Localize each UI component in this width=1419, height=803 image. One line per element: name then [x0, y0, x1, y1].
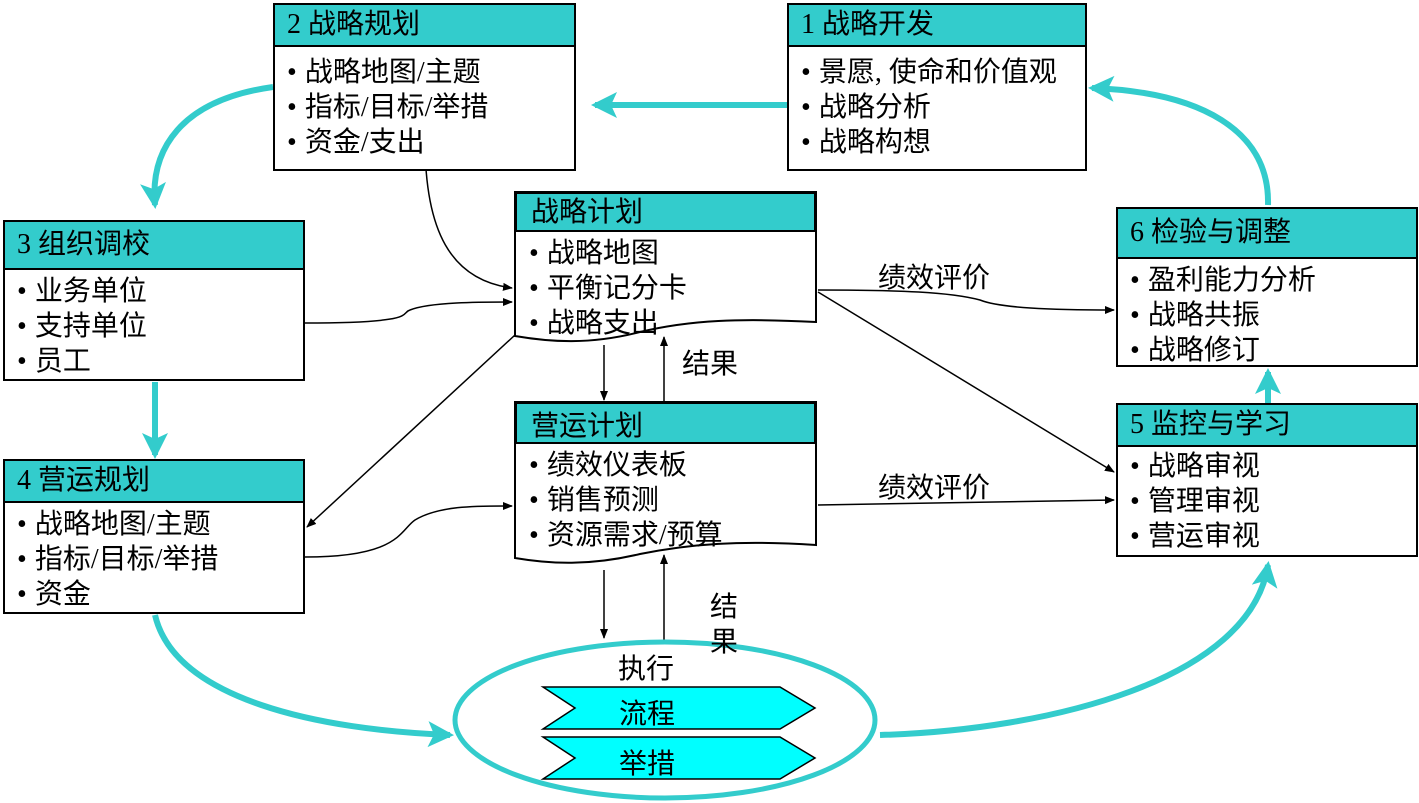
list-item: 销售预测: [529, 483, 816, 518]
box-operations-planning: 4 营运规划 战略地图/主题 指标/目标/举措 资金: [3, 459, 305, 614]
operating-plan-list: 绩效仪表板 销售预测 资源需求/预算: [515, 444, 816, 553]
list-item: 员工: [17, 344, 303, 379]
list-item: 战略支出: [529, 306, 816, 341]
initiative-chevron-label: 举措: [618, 749, 675, 780]
cycle-arrow-4-to-exec: [152, 614, 454, 748]
perf-eval-label-top: 绩效评价: [878, 263, 991, 294]
list-item: 营运审视: [1130, 519, 1416, 554]
box-title: 3 组织调校: [5, 222, 303, 270]
perf-eval-label-bottom: 绩效评价: [878, 473, 991, 504]
initiative-chevron: [540, 736, 817, 780]
box-test-adapt: 6 检验与调整 盈利能力分析 战略共振 战略修订: [1116, 207, 1418, 367]
list-item: 资金/支出: [287, 125, 574, 160]
box-organization-alignment: 3 组织调校 业务单位 支持单位 员工: [3, 220, 305, 381]
list-item: 战略地图/主题: [17, 507, 303, 542]
process-chevron-label: 流程: [618, 699, 675, 730]
list-item: 战略共振: [1130, 298, 1416, 333]
process-chevron: [540, 686, 817, 730]
list-item: 资金: [17, 577, 303, 612]
box-title: 1 战略开发: [789, 5, 1085, 47]
arrow-b3-to-strategy-plan: [304, 298, 513, 324]
arrow-b2-to-strategy-plan: [424, 139, 513, 291]
cycle-arrow-6-to-1: [1088, 75, 1272, 206]
list-item: 战略修订: [1130, 333, 1416, 368]
box-monitor-learn: 5 监控与学习 战略审视 管理审视 营运审视: [1116, 403, 1418, 557]
list-item: 战略审视: [1130, 449, 1416, 484]
thin-connectors: [304, 139, 1115, 640]
list-item: 资源需求/预算: [529, 518, 816, 553]
box-list: 战略地图/主题 指标/目标/举措 资金/支出: [275, 47, 574, 160]
list-item: 战略构想: [801, 125, 1085, 160]
box-list: 战略地图/主题 指标/目标/举措 资金: [5, 503, 303, 612]
list-item: 战略地图/主题: [287, 55, 574, 90]
arrow-strategy-to-b6: [817, 289, 1115, 314]
cycle-arrows: [140, 75, 1281, 748]
box-strategy-development: 1 战略开发 景愿, 使命和价值观 战略分析 战略构想: [787, 3, 1087, 171]
list-item: 支持单位: [17, 309, 303, 344]
box-list: 盈利能力分析 战略共振 战略修订: [1118, 259, 1416, 368]
list-item: 盈利能力分析: [1130, 263, 1416, 298]
arrow-strategy-to-b5: [817, 291, 1115, 473]
list-item: 景愿, 使命和价值观: [801, 55, 1085, 90]
list-item: 指标/目标/举措: [287, 90, 574, 125]
box-list: 景愿, 使命和价值观 战略分析 战略构想: [789, 47, 1085, 160]
cycle-arrow-2-to-3: [140, 84, 274, 209]
strategy-plan: 战略计划 战略地图 平衡记分卡 战略支出: [515, 192, 816, 341]
arrow-b4-to-operating-plan: [304, 501, 513, 558]
result-label-bottom-2: 果: [710, 627, 739, 658]
box-title: 2 战略规划: [275, 5, 574, 47]
list-item: 指标/目标/举措: [17, 542, 303, 577]
arrow-strategy-plan-to-b4: [306, 334, 516, 528]
result-label-bottom-1: 结: [710, 592, 739, 623]
list-item: 管理审视: [1130, 484, 1416, 519]
box-title: 4 营运规划: [5, 461, 303, 503]
execute-label: 执行: [618, 654, 675, 685]
operating-plan-title: 营运计划: [515, 402, 816, 444]
strategy-plan-list: 战略地图 平衡记分卡 战略支出: [515, 232, 816, 341]
arrow-operating-to-b5: [817, 496, 1115, 506]
list-item: 战略地图: [529, 236, 816, 271]
box-list: 业务单位 支持单位 员工: [5, 270, 303, 379]
cycle-arrow-exec-to-5: [879, 561, 1278, 738]
result-label-top: 结果: [682, 349, 739, 380]
list-item: 绩效仪表板: [529, 448, 816, 483]
list-item: 平衡记分卡: [529, 271, 816, 306]
box-title: 5 监控与学习: [1118, 405, 1416, 447]
list-item: 战略分析: [801, 90, 1085, 125]
list-item: 业务单位: [17, 274, 303, 309]
strategy-plan-title: 战略计划: [515, 192, 816, 232]
box-strategy-planning: 2 战略规划 战略地图/主题 指标/目标/举措 资金/支出: [273, 3, 576, 171]
box-title: 6 检验与调整: [1118, 209, 1416, 259]
operating-plan: 营运计划 绩效仪表板 销售预测 资源需求/预算: [515, 402, 816, 553]
box-list: 战略审视 管理审视 营运审视: [1118, 447, 1416, 554]
